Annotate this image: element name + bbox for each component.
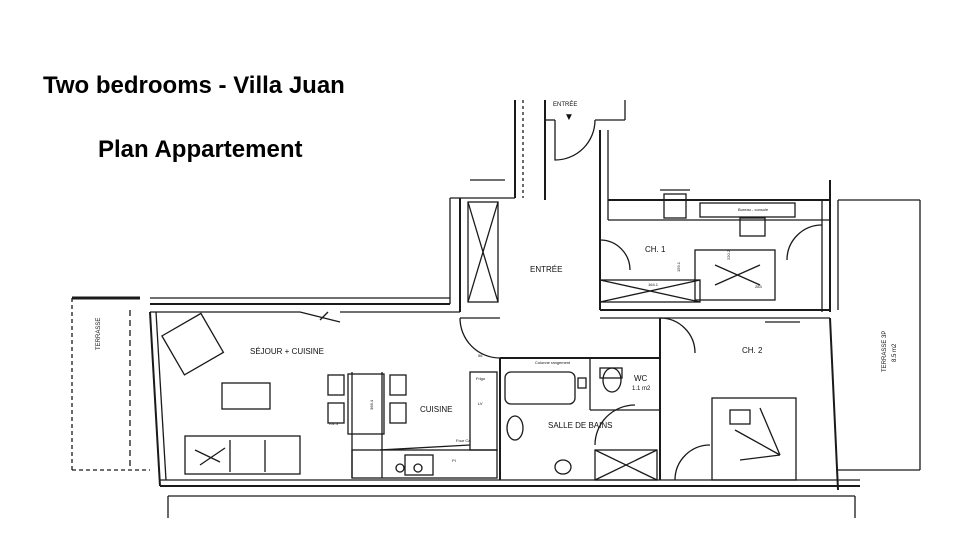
- label-frigo: Frigo: [476, 376, 486, 381]
- ch1-wardrobe: [599, 279, 701, 303]
- bathtub: [504, 371, 576, 405]
- dining-table: [347, 373, 385, 435]
- bath-sink: [506, 415, 524, 441]
- closet-left: [467, 201, 499, 303]
- label-wc-area: 1.1 m2: [632, 386, 651, 392]
- dim-164: 164.1: [648, 282, 659, 287]
- label-terrasse-right-area: 8.5 m2: [892, 343, 898, 362]
- door-ch1: [599, 239, 631, 271]
- label-terrasse-right: TERRASSE 3P: [882, 331, 888, 372]
- label-entree-hall: ENTRÉE: [530, 265, 562, 274]
- bath-toilet: [554, 459, 572, 475]
- label-entree-top: ENTRÉE: [553, 101, 577, 108]
- plan-title: Two bedrooms - Villa Juan: [43, 72, 345, 99]
- label-bureau: Bureau - console: [738, 207, 769, 212]
- entry-door: [554, 119, 596, 161]
- door-ch2: [659, 317, 696, 354]
- dim-159: 159.1: [676, 261, 681, 272]
- ch1-cabinet: [663, 193, 687, 219]
- label-four: Four Ca: [456, 438, 471, 443]
- label-sejour: SÉJOUR + CUISINE: [250, 347, 324, 356]
- armchair: [161, 312, 225, 376]
- door-ch2-bottom: [674, 444, 711, 481]
- label-lv: LV: [478, 401, 483, 406]
- kitchen-column: [469, 371, 498, 451]
- bath-closet: [594, 449, 658, 481]
- dim-t01: T01.3: [328, 421, 339, 426]
- label-colonne: Colonne rangement: [535, 360, 571, 365]
- coffee-table: [221, 382, 271, 410]
- dim-220: 220.2: [726, 249, 731, 260]
- label-wc: WC: [634, 374, 648, 383]
- label-ch2: CH. 2: [742, 346, 763, 355]
- door-ch1-right: [786, 224, 823, 261]
- label-terrasse-left: TERRASSE: [96, 318, 102, 350]
- label-plaque: PI: [452, 458, 456, 463]
- sofa: [184, 435, 301, 475]
- dim-368: 368.4: [369, 399, 374, 410]
- door-sejour: [459, 317, 501, 359]
- label-cuisine: CUISINE: [420, 405, 452, 414]
- plan-subtitle: Plan Appartement: [98, 136, 303, 163]
- ch1-desk: [699, 202, 796, 218]
- wc-bowl: [602, 367, 622, 393]
- ch1-bed: [694, 249, 776, 301]
- door-bath: [594, 404, 636, 446]
- dim-56: 56: [478, 353, 483, 358]
- label-ch1: CH. 1: [645, 245, 666, 254]
- dim-283: 283: [755, 284, 762, 289]
- label-salle-de-bains: SALLE DE BAINS: [548, 421, 612, 430]
- kitchen-counter: [351, 449, 498, 479]
- label-entree-arrow: ▼: [564, 112, 574, 123]
- ch2-bed: [711, 397, 797, 481]
- wall-left: [149, 311, 161, 487]
